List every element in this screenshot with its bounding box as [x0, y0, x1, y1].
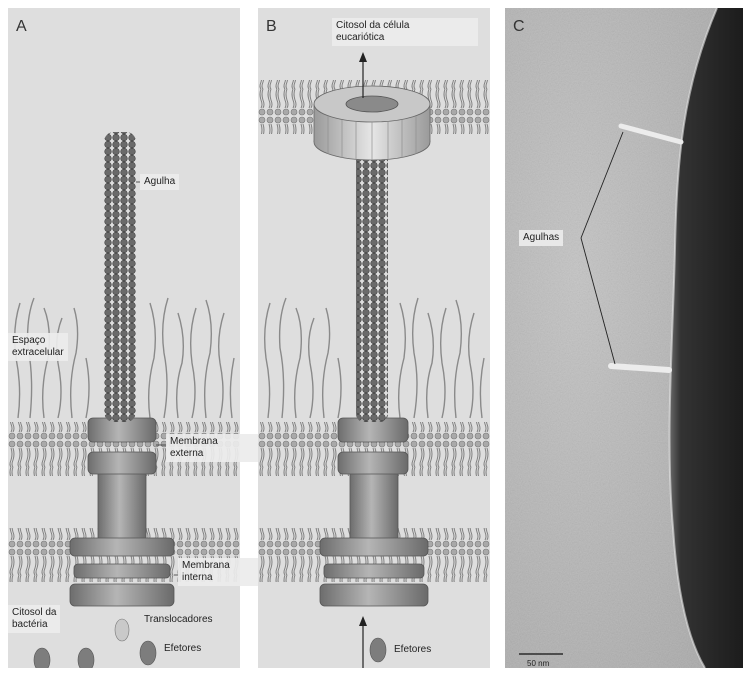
panel-a-letter: A: [16, 18, 27, 36]
label-effectors-a: Efetores: [160, 641, 205, 657]
needle-a: [104, 132, 136, 422]
panel-c-letter: C: [513, 18, 525, 36]
label-bacterial-cytosol: Citosol da bactéria: [8, 605, 60, 633]
label-effectors-b: Efetores: [390, 642, 435, 658]
translocator-protein: [115, 619, 129, 641]
label-needle: Agulha: [140, 174, 179, 190]
translocon-pore: [314, 86, 430, 160]
panel-b: B Citosol da célula eucariótica Efetores: [258, 8, 490, 668]
label-extracellular-space: Espaço extracelular: [8, 333, 68, 361]
scale-bar-label: 50 nm: [523, 656, 553, 672]
panel-b-illustration: [258, 8, 490, 668]
panel-b-letter: B: [266, 18, 277, 36]
panel-c-illustration: [505, 8, 743, 668]
effector-protein-b: [370, 638, 386, 662]
needle-b: [356, 138, 388, 422]
panel-c-micrograph: C Agulhas 50 nm: [505, 8, 743, 668]
label-host-cytosol: Citosol da célula eucariótica: [332, 18, 478, 46]
label-translocators: Translocadores: [140, 612, 217, 628]
panel-a: A Agulha Espaço extracelular Membrana ex…: [8, 8, 240, 668]
label-needles: Agulhas: [519, 230, 563, 246]
